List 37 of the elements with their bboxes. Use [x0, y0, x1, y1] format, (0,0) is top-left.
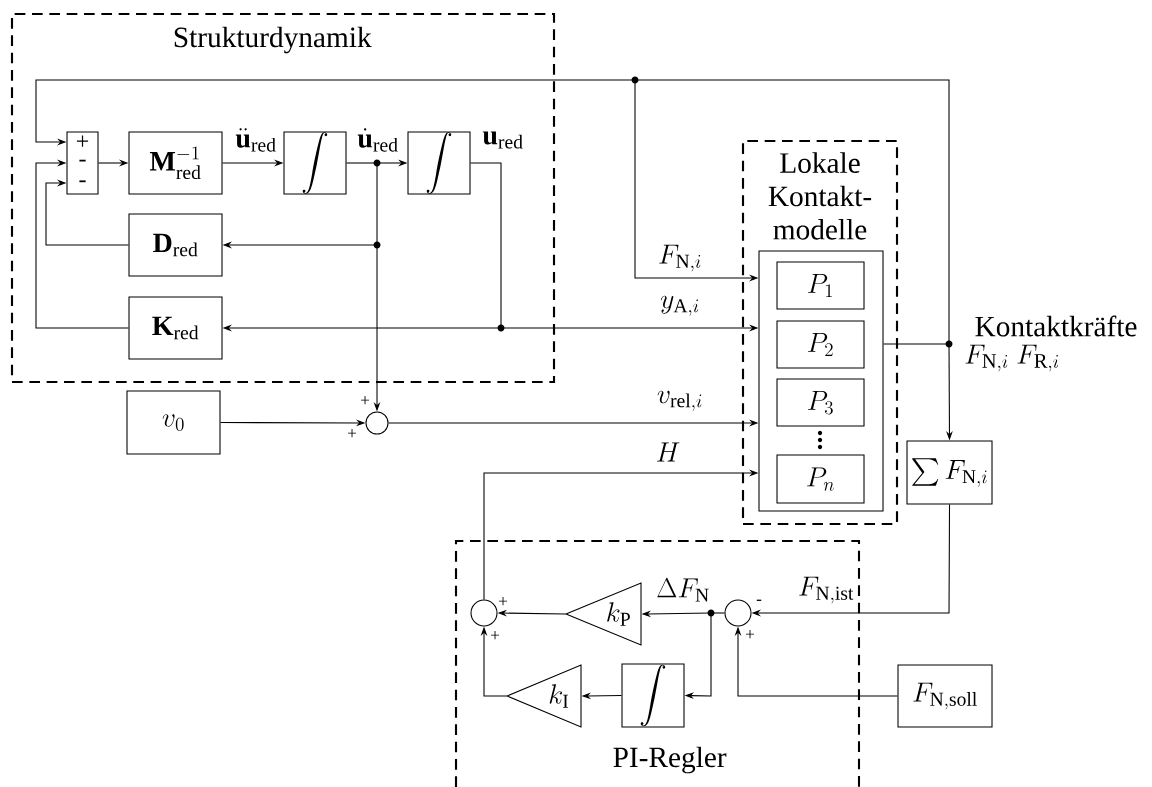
edge-label: $H$	[654, 441, 682, 463]
sign-label: +	[361, 396, 370, 405]
summing-junction	[724, 599, 752, 627]
block-box: $P_2$	[776, 320, 865, 369]
integrator-box: $\int$	[621, 663, 685, 728]
block-box: $\sum F_{\mathrm{N},i}$	[906, 440, 993, 505]
edge-label: $\mathbf{u}_{\mathrm{red}}$	[481, 130, 525, 150]
block-box: $v_0$	[126, 390, 221, 455]
block-box: $P_3$	[776, 378, 865, 427]
edge-label: $\ddot{\mathbf{u}}_{\mathrm{red}}$	[234, 126, 278, 154]
edge-label: $\Delta F_{\mathrm{N}}$	[654, 577, 712, 603]
sign-label: +	[499, 597, 508, 606]
annotation-text: $F_{\mathrm{N},i}\ F_{\mathrm{R},i}$	[965, 344, 1059, 372]
summing-junction	[365, 411, 389, 435]
block-box	[758, 250, 884, 512]
block-box: $\mathbf{K}_{\mathrm{red}}$	[128, 296, 223, 360]
annotation-text: Kontaktkräfte	[975, 315, 1137, 337]
sign-label: +	[491, 631, 500, 640]
integrator-box: $\int$	[407, 131, 471, 195]
sign-label: +	[746, 630, 755, 639]
arrow	[45, 179, 129, 246]
edge-label: $F_{\mathrm{N},i}$	[656, 243, 704, 273]
edge-label: $\dot{\mathbf{u}}_{\mathrm{red}}$	[356, 126, 400, 154]
edge-label: $y_{\mathrm{A},i}$	[658, 294, 702, 318]
sign-label: -	[756, 599, 762, 601]
block-box: $P_1$	[776, 261, 865, 310]
sign-label: +	[348, 429, 357, 438]
block-box: $F_{\mathrm{N,soll}}$	[897, 664, 993, 728]
arrow	[35, 159, 129, 329]
block-box: $P_n$	[776, 454, 865, 504]
block-box: $\mathbf{D}_{\mathrm{red}}$	[128, 213, 223, 277]
summing-junction	[470, 599, 498, 627]
edge-label: $F_{\mathrm{N,ist}}$	[796, 575, 856, 605]
summing-box: + - -	[66, 131, 99, 195]
integrator-box: $\int$	[283, 131, 347, 195]
block-box: $\mathbf{M}_{\mathrm{red}}^{-1}$	[128, 131, 223, 195]
edge-label: $v_{\mathrm{rel},i}$	[655, 389, 705, 413]
